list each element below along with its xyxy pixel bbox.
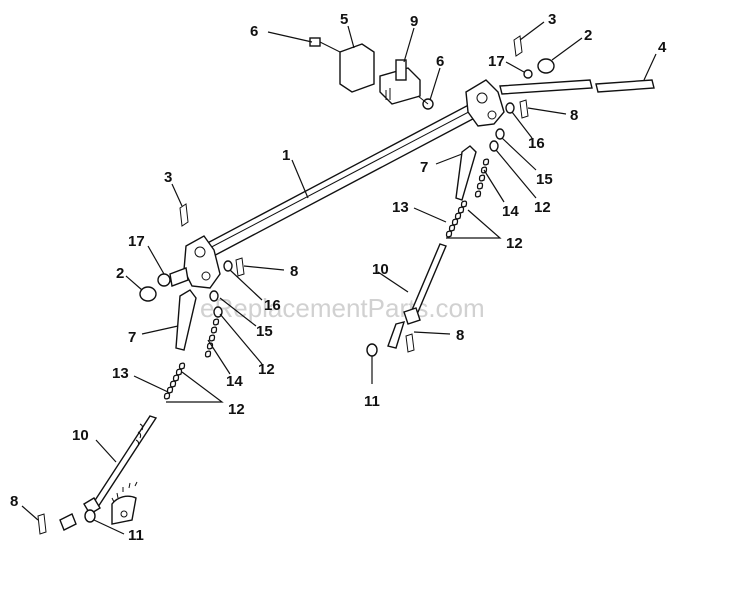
callout-1: 1 xyxy=(282,147,290,164)
callout-15-left: 15 xyxy=(256,323,273,340)
callout-16-right: 16 xyxy=(528,135,545,152)
bolt-right xyxy=(417,95,434,110)
callout-2-left: 2 xyxy=(116,265,124,282)
pivot-rod xyxy=(499,35,655,95)
right-washer-11 xyxy=(366,343,378,357)
callout-labels: 5 9 6 6 3 2 4 17 8 16 15 12 14 7 13 12 1… xyxy=(10,11,667,544)
callout-10-right: 10 xyxy=(372,261,389,278)
callout-13-left: 13 xyxy=(112,365,129,382)
left-washer-11 xyxy=(84,509,96,523)
left-lever-arm xyxy=(175,289,197,351)
callout-12-right-upper: 12 xyxy=(534,199,551,216)
left-hair-pin-3 xyxy=(179,203,189,227)
left-washers xyxy=(209,257,245,318)
callout-9: 9 xyxy=(410,13,418,30)
right-bracket-plate xyxy=(465,79,505,127)
right-link-rod xyxy=(387,243,447,349)
callout-14-right: 14 xyxy=(502,203,519,220)
callout-2-right: 2 xyxy=(584,27,592,44)
callout-7-right: 7 xyxy=(420,159,428,176)
callout-13-right: 13 xyxy=(392,199,409,216)
left-clip-8 xyxy=(37,513,47,535)
bolt-left xyxy=(309,37,341,53)
mounting-bracket xyxy=(339,43,421,105)
callout-5: 5 xyxy=(340,11,348,28)
gear-sector xyxy=(111,481,138,525)
left-spring-lower xyxy=(163,362,186,400)
callout-12-left-upper: 12 xyxy=(258,361,275,378)
callout-8-left-upper: 8 xyxy=(290,263,298,280)
callout-10-left: 10 xyxy=(72,427,89,444)
callout-3-right: 3 xyxy=(548,11,556,28)
callout-12-left-lower: 12 xyxy=(228,401,245,418)
callout-8-right-lower: 8 xyxy=(456,327,464,344)
cross-shaft xyxy=(196,99,488,261)
watermark-text: eReplacementParts.com xyxy=(200,293,485,323)
callout-7-left: 7 xyxy=(128,329,136,346)
callout-11-right: 11 xyxy=(364,393,380,410)
right-spring-lower xyxy=(445,200,468,238)
callout-4: 4 xyxy=(658,39,667,56)
callout-14-left: 14 xyxy=(226,373,243,390)
callout-15-right: 15 xyxy=(536,171,553,188)
callout-11-left: 11 xyxy=(128,527,144,544)
callout-8-left-lower: 8 xyxy=(10,493,18,510)
right-spring-upper xyxy=(474,158,490,198)
right-washers xyxy=(489,99,529,152)
callout-17-right: 17 xyxy=(488,53,505,70)
left-bushing-2 xyxy=(139,286,157,302)
callout-6-top-right: 6 xyxy=(436,53,444,70)
left-spring-upper xyxy=(204,318,220,358)
right-lever-arm xyxy=(455,145,477,201)
callout-16-left: 16 xyxy=(264,297,281,314)
callout-3-left: 3 xyxy=(164,169,172,186)
callout-6-top-left: 6 xyxy=(250,23,258,40)
callout-17-left: 17 xyxy=(128,233,145,250)
right-clip-8 xyxy=(405,333,415,353)
leader-lines xyxy=(21,21,657,535)
left-pin-17 xyxy=(157,267,189,287)
callout-12-right-lower: 12 xyxy=(506,235,523,252)
callout-8-upper-right: 8 xyxy=(570,107,578,124)
